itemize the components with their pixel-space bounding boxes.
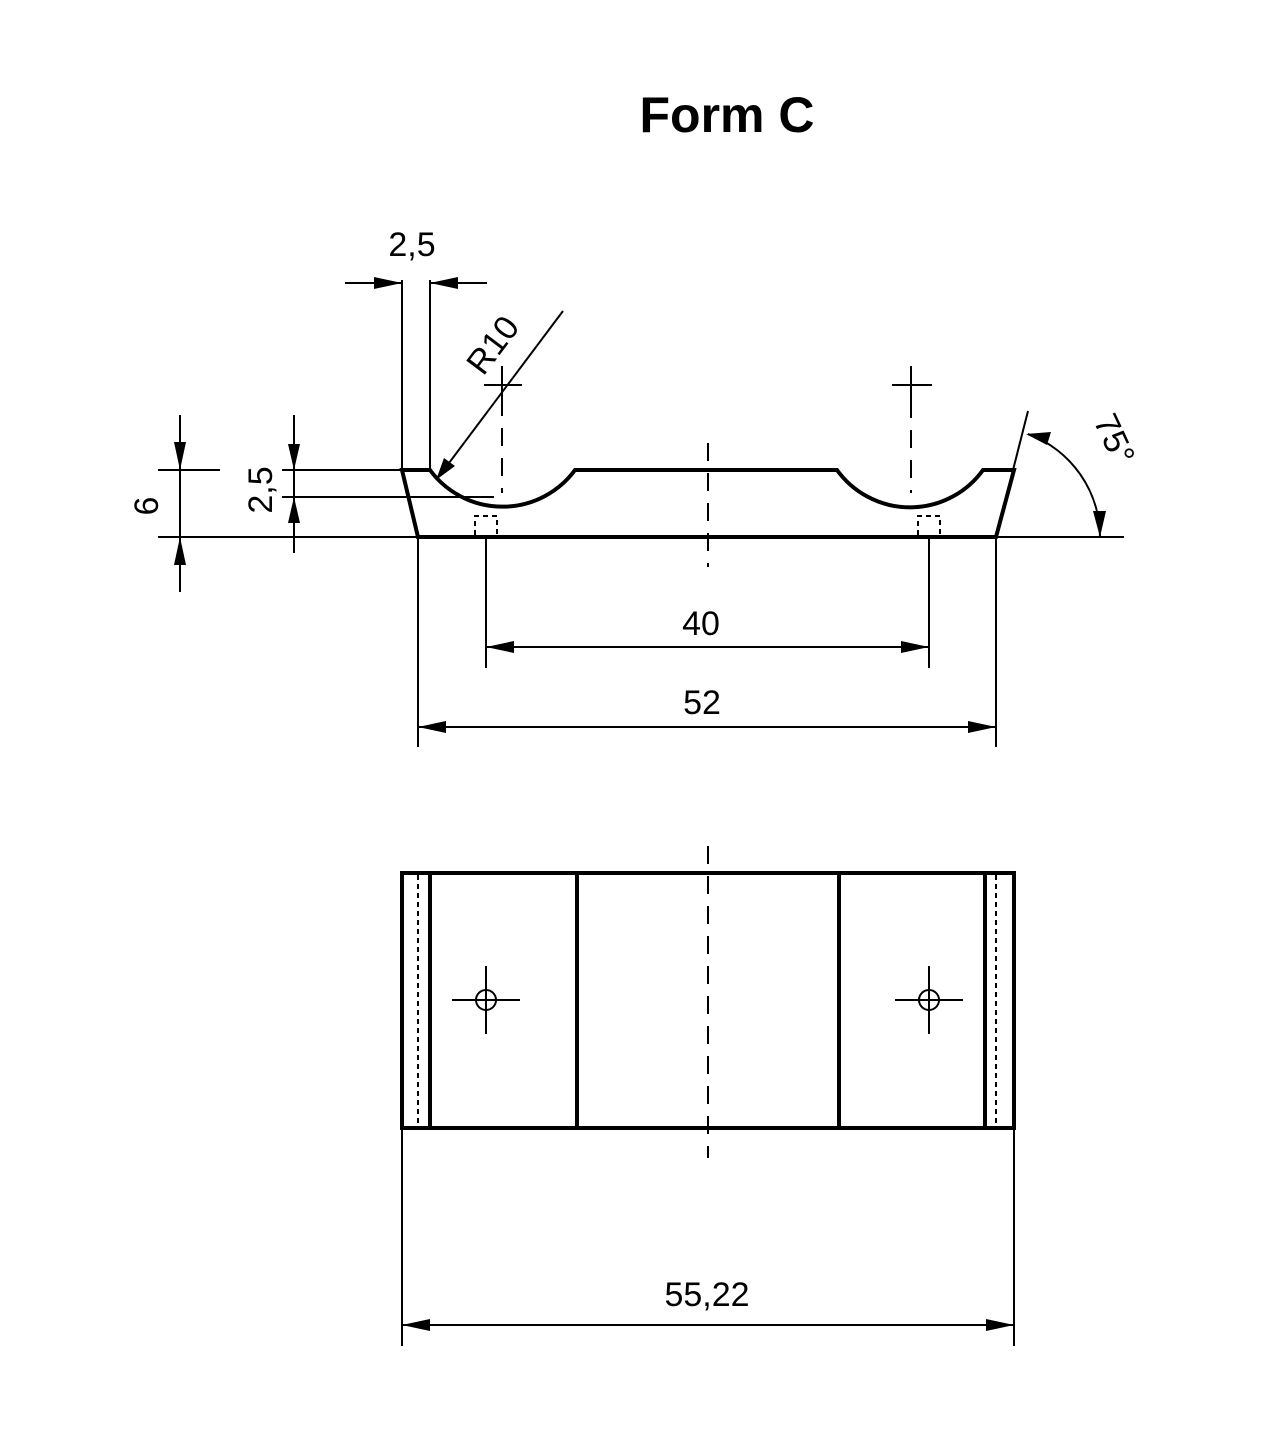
dim-base-width-label: 52 [683, 684, 721, 722]
dim-angle: 75° [995, 408, 1142, 538]
front-view [158, 366, 1124, 567]
dim-groove-depth-label: 2,5 [242, 466, 280, 513]
top-view [400, 846, 1016, 1158]
dim-angle-label: 75° [1086, 408, 1142, 471]
front-view-outline [399, 468, 1017, 539]
dim-hole-spacing: 40 [485, 537, 930, 668]
left-hole [452, 966, 520, 1034]
left-hidden-bore [474, 515, 498, 535]
right-hidden-bore [917, 515, 941, 535]
dim-overall-width: 55,22 [401, 1128, 1015, 1346]
dim-top-edge: 2,5 [345, 226, 487, 468]
dim-total-height-label: 6 [128, 497, 166, 516]
dim-total-height: 6 [128, 415, 220, 592]
dim-top-edge-label: 2,5 [388, 226, 435, 264]
dim-groove-depth: 2,5 [242, 415, 494, 553]
dim-overall-width-label: 55,22 [664, 1276, 749, 1314]
right-hole [895, 966, 963, 1034]
drawing-title: Form C [640, 87, 815, 143]
dim-radius: R10 [436, 309, 564, 480]
dim-base-width: 52 [417, 537, 997, 747]
dim-hole-spacing-label: 40 [682, 605, 720, 643]
